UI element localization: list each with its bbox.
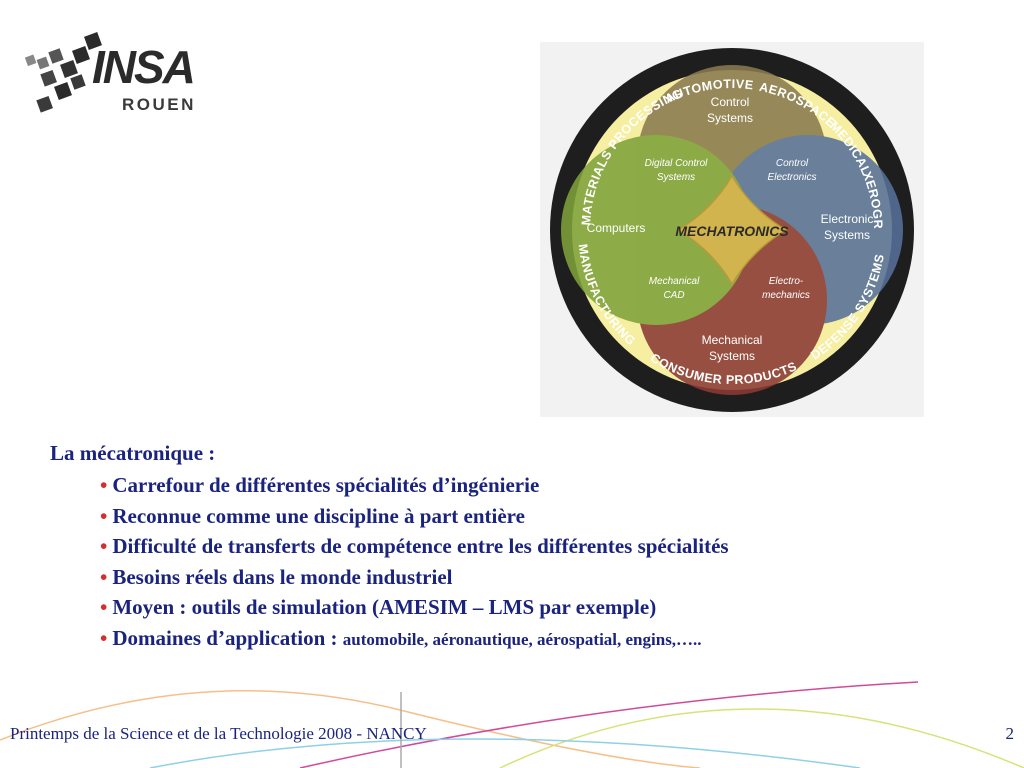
- center-shape: [676, 174, 788, 286]
- bullet-dot-icon: •: [100, 534, 108, 558]
- overlap-electromechanics-1: Electro-: [769, 276, 804, 287]
- bullet-dot-icon: •: [100, 503, 108, 528]
- mechanical-systems-label-2: Systems: [709, 349, 755, 363]
- bullet-text: Besoins réels dans le monde industriel: [112, 564, 453, 589]
- bullet-dot-icon: •: [100, 625, 108, 650]
- overlap-control-electronics-2: Electronics: [768, 172, 817, 183]
- page-number: 2: [1005, 724, 1015, 743]
- slide-content: La mécatronique : •Carrefour de différen…: [50, 438, 1010, 655]
- logo-brand: INSA: [92, 41, 196, 93]
- control-systems-label-2: Systems: [707, 111, 753, 125]
- mechatronics-diagram: MECHATRONICS Control Systems Electronic …: [540, 42, 924, 417]
- bullet-list: •Carrefour de différentes spécialités d’…: [50, 470, 1010, 655]
- bullet-item: •Moyen : outils de simulation (AMESIM – …: [100, 592, 1010, 623]
- intro-heading: La mécatronique :: [50, 441, 216, 465]
- bullet-text: Reconnue comme une discipline à part ent…: [112, 503, 525, 528]
- decorative-curves: [0, 681, 1024, 768]
- bullet-text: Moyen : outils de simulation (AMESIM – L…: [112, 595, 657, 619]
- mechanical-systems-label-1: Mechanical: [702, 333, 763, 347]
- overlap-digital-control-2: Systems: [657, 172, 695, 183]
- bullet-item: •Besoins réels dans le monde industriel: [100, 562, 1010, 593]
- bullet-item: •Reconnue comme une discipline à part en…: [100, 501, 1010, 532]
- bullet-text: Difficulté de transferts de compétence e…: [112, 534, 729, 558]
- bullet-dot-icon: •: [100, 564, 108, 589]
- control-systems-label-1: Control: [711, 95, 750, 109]
- insa-rouen-logo: INSA ROUEN: [22, 30, 197, 125]
- electronic-systems-label-1: Electronic: [821, 212, 874, 226]
- bullet-text-small: automobile, aéronautique, aérospatial, e…: [342, 629, 702, 649]
- bullet-item: •Difficulté de transferts de compétence …: [100, 531, 1010, 562]
- bullet-text: Carrefour de différentes spécialités d’i…: [112, 473, 540, 497]
- bullet-text: Domaines d’application :: [112, 625, 343, 650]
- bullet-item: •Carrefour de différentes spécialités d’…: [100, 470, 1010, 501]
- overlap-control-electronics-1: Control: [776, 158, 809, 169]
- footer-event: Printemps de la Science et de la Technol…: [10, 724, 427, 743]
- bullet-dot-icon: •: [100, 473, 108, 497]
- overlap-mechanical-cad-1: Mechanical: [649, 276, 700, 287]
- bullet-dot-icon: •: [100, 595, 108, 619]
- logo-city: ROUEN: [122, 95, 196, 114]
- bullet-item: •Domaines d’application : automobile, aé…: [100, 623, 1010, 656]
- center-label: MECHATRONICS: [675, 223, 789, 239]
- circle-computers: [561, 135, 751, 325]
- computers-label: Computers: [587, 221, 646, 235]
- overlap-electromechanics-2: mechanics: [762, 290, 810, 301]
- logo-mark-icon: [24, 32, 102, 113]
- overlap-digital-control-1: Digital Control: [645, 158, 709, 169]
- electronic-systems-label-2: Systems: [824, 228, 870, 242]
- overlap-mechanical-cad-2: CAD: [663, 290, 684, 301]
